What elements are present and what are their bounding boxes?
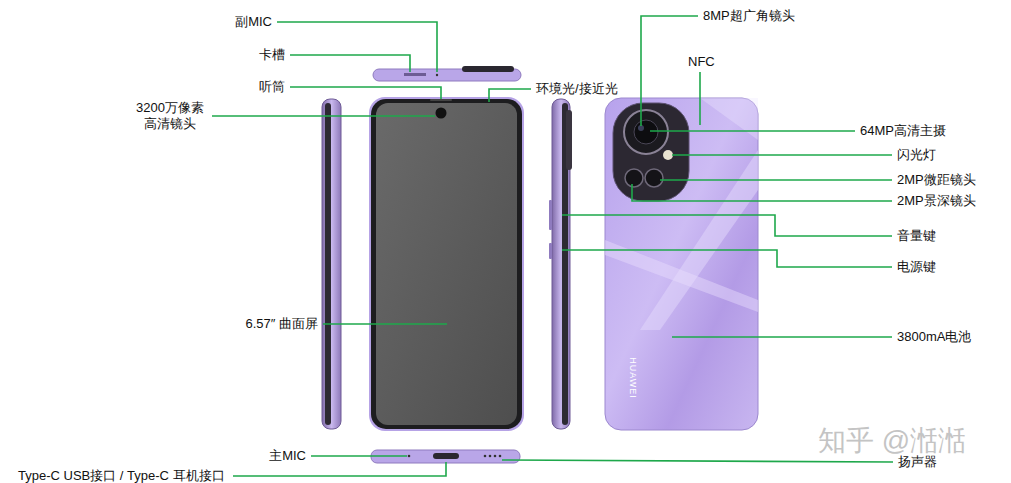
part-name: 音量键 <box>897 228 936 244</box>
part-name: 8MP超广角镜头 <box>703 8 795 24</box>
part-name: 闪光灯 <box>897 147 936 163</box>
part-name: Type-C USB接口 / Type-C 耳机接口 <box>18 468 225 483</box>
part-name: 听筒 <box>259 79 285 95</box>
part-name: 3800mA电池 <box>897 329 971 345</box>
top-view <box>373 66 521 81</box>
part-name: 6.57″ 曲面屏 <box>245 316 318 332</box>
part-name: 64MP高清主摄 <box>860 123 946 139</box>
part-name: 3200万像素 高清镜头 <box>132 100 208 133</box>
watermark: 知乎 @湉湉 <box>818 423 966 458</box>
part-name: 主MIC <box>269 448 306 464</box>
part-name: 扬声器 <box>898 454 937 470</box>
part-name: 2MP微距镜头 <box>897 172 976 188</box>
part-name: 电源键 <box>897 259 936 275</box>
part-name: 卡槽 <box>259 47 285 63</box>
back-view <box>605 98 758 430</box>
front-view <box>369 97 524 431</box>
brand-logo: HUAWEI <box>626 357 637 399</box>
part-name: 环境光/接近光 <box>536 81 618 97</box>
left-side-view <box>322 99 341 429</box>
part-name: 2MP景深镜头 <box>897 193 976 209</box>
right-side-view <box>549 99 572 429</box>
part-name: NFC <box>688 54 715 70</box>
leader-lines <box>212 16 893 476</box>
part-name: 副MIC <box>235 14 272 30</box>
